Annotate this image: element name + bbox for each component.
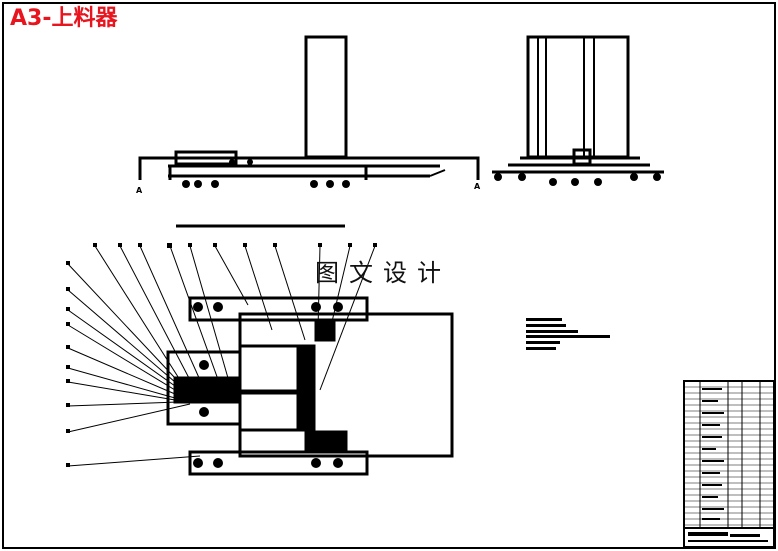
bolt <box>193 302 203 312</box>
bolt <box>213 458 223 468</box>
wheel <box>630 173 638 181</box>
bolt <box>213 302 223 312</box>
technical-notes <box>526 318 610 350</box>
bolt <box>333 458 343 468</box>
plan-block <box>314 320 336 342</box>
wheel <box>229 159 235 165</box>
wheel <box>194 180 202 188</box>
parts-list-table <box>683 380 775 548</box>
wheel <box>518 173 526 181</box>
plan-cylinder <box>173 376 242 404</box>
wheel <box>342 180 350 188</box>
wheel <box>653 173 661 181</box>
bolt <box>311 458 321 468</box>
side-view <box>492 35 664 174</box>
wheel <box>326 180 334 188</box>
section-mark-left: A <box>136 186 143 195</box>
plan-upper-rail <box>188 296 369 322</box>
plan-clamp <box>304 430 348 452</box>
plan-view <box>166 296 454 476</box>
watermark-text: 图文设计 <box>315 259 451 287</box>
front-view-column <box>304 35 348 159</box>
plan-lower-rail <box>188 450 369 476</box>
wheel <box>182 180 190 188</box>
bolt <box>193 458 203 468</box>
parts-list-fill <box>688 388 768 542</box>
bolt <box>199 407 209 417</box>
wheel <box>211 180 219 188</box>
leader-lines <box>67 245 376 467</box>
wheel <box>571 178 579 186</box>
wheel <box>310 180 318 188</box>
bolt <box>333 302 343 312</box>
front-view <box>138 35 480 180</box>
plan-pusher <box>296 344 316 432</box>
callout-tags <box>66 243 377 467</box>
wheel <box>494 173 502 181</box>
wheel <box>594 178 602 186</box>
bolt <box>311 302 321 312</box>
side-view-frame <box>526 35 630 159</box>
bolt <box>199 360 209 370</box>
wheel <box>549 178 557 186</box>
parts-list-rows <box>684 386 774 526</box>
drawing-title: A3-上料器 <box>10 6 118 31</box>
wheel <box>247 159 253 165</box>
front-view-wheels <box>182 159 350 188</box>
side-view-wheels <box>494 173 661 186</box>
section-mark-right: A <box>474 182 481 191</box>
